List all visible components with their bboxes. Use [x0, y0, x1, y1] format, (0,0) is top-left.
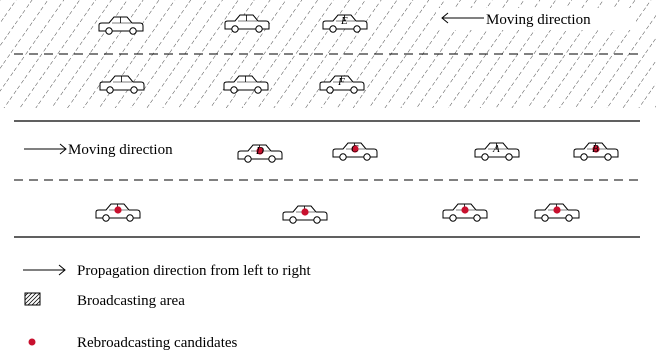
- legend-broadcast-label: Broadcasting area: [77, 293, 185, 309]
- candidate-dot: [301, 208, 309, 216]
- top-lane-car-6: F: [319, 75, 365, 94]
- legend-broadcast-swatch: [24, 292, 41, 306]
- candidate-dot: [114, 206, 122, 214]
- candidate-dot: [256, 147, 264, 155]
- car-label: B: [592, 143, 599, 155]
- candidate-dot: [461, 206, 469, 214]
- candidate-dot: [553, 206, 561, 214]
- bottom-lane-car-4: B: [573, 142, 619, 161]
- bottom-direction-label: Moving direction: [68, 142, 173, 158]
- car-label: F: [337, 76, 345, 88]
- bottom-lane-car-3: A: [474, 142, 520, 161]
- legend-candidates-label: Rebroadcasting candidates: [77, 335, 238, 351]
- top-direction-label: Moving direction: [486, 12, 591, 28]
- bottom-lane-car-8: [534, 203, 580, 222]
- candidate-dot: [592, 145, 600, 153]
- car-label: C: [351, 143, 359, 155]
- bottom-lane-car-7: [442, 203, 488, 222]
- car-label: A: [492, 143, 500, 155]
- car-label: D: [255, 145, 264, 157]
- legend-propagation-arrow: [23, 264, 66, 276]
- bottom-lane-car-6: [282, 205, 328, 224]
- top-direction-arrow: [436, 8, 636, 30]
- bottom-lane-car-5: [95, 203, 141, 222]
- legend-propagation-label: Propagation direction from left to right: [77, 263, 312, 279]
- legend-candidate-dot: [28, 338, 36, 346]
- candidate-dot: [351, 145, 359, 153]
- bottom-lane-car-1: D: [237, 144, 283, 163]
- top-lane-car-3: E: [322, 14, 368, 33]
- car-label: E: [340, 15, 348, 27]
- bottom-direction-arrow: [24, 143, 67, 155]
- bottom-lane-car-2: C: [332, 142, 378, 161]
